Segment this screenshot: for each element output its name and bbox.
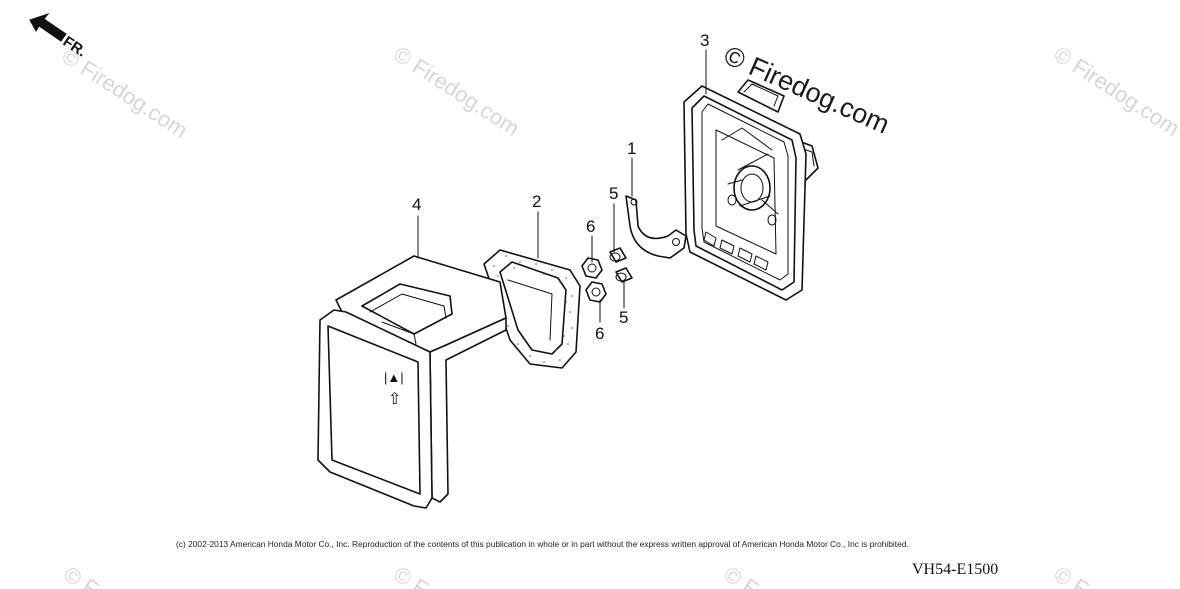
air-cleaner-case xyxy=(683,79,819,301)
watermark-text: © Firedog.com xyxy=(389,41,524,141)
watermark-text: © F xyxy=(1049,561,1093,589)
collar-bottom xyxy=(615,267,633,283)
callout-case: 3 xyxy=(700,31,709,50)
air-filter-element xyxy=(483,249,581,369)
copyright-notice: (c) 2002-2013 American Honda Motor Co., … xyxy=(176,539,909,549)
watermark-text: © F xyxy=(719,561,763,589)
watermark-text: © F xyxy=(59,561,103,589)
callout-collar-bottom: 5 xyxy=(619,308,628,327)
callout-labels: 4 2 3 1 5 5 6 6 xyxy=(412,31,709,343)
callout-cover: 4 xyxy=(412,195,421,214)
callout-element: 2 xyxy=(532,192,541,211)
watermark-text: © Firedog.com xyxy=(1049,41,1180,141)
nut-bottom xyxy=(585,281,607,303)
cover-symbol-icon: |▲| xyxy=(384,370,404,385)
front-direction-indicator: FR. xyxy=(29,12,89,61)
air-cleaner-cover: |▲| ⇧ xyxy=(317,255,507,509)
diagram-code: VH54-E1500 xyxy=(912,561,998,578)
leader-lines xyxy=(417,49,707,323)
cover-arrow-icon: ⇧ xyxy=(388,391,401,408)
collar-top xyxy=(609,247,627,263)
callout-nut-bottom: 6 xyxy=(595,324,604,343)
breather-plate xyxy=(625,195,687,259)
callout-plate: 1 xyxy=(627,139,636,158)
callout-nut-top: 6 xyxy=(586,217,595,236)
watermark-text: © F xyxy=(389,561,433,589)
front-arrow-icon xyxy=(29,12,67,42)
callout-collar-top: 5 xyxy=(609,184,618,203)
nut-top xyxy=(581,257,603,279)
